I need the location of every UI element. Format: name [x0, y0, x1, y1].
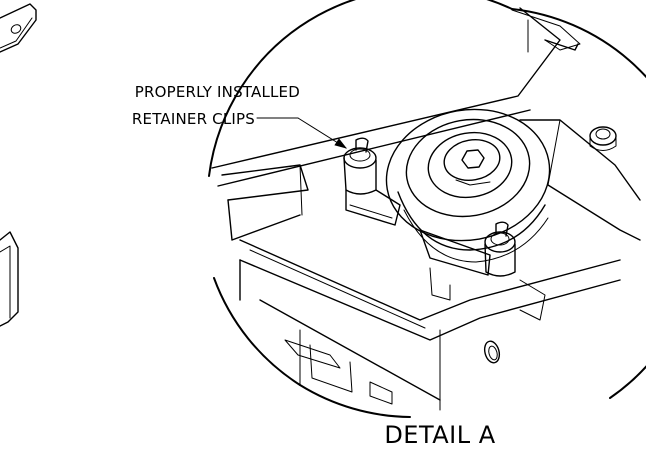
retainer-clip-pin-2 [419, 221, 516, 301]
detail-a-assembly [211, 7, 641, 411]
detail-circle [208, 0, 646, 418]
retainer-clip-pin-1 [343, 137, 401, 226]
detail-title: DETAIL A [384, 421, 495, 449]
left-partial-view [0, 3, 37, 327]
callout-label-line-2: RETAINER CLIPS [132, 110, 255, 128]
callout-label-line-1: PROPERLY INSTALLED [135, 83, 300, 101]
callout-leader [256, 117, 348, 149]
